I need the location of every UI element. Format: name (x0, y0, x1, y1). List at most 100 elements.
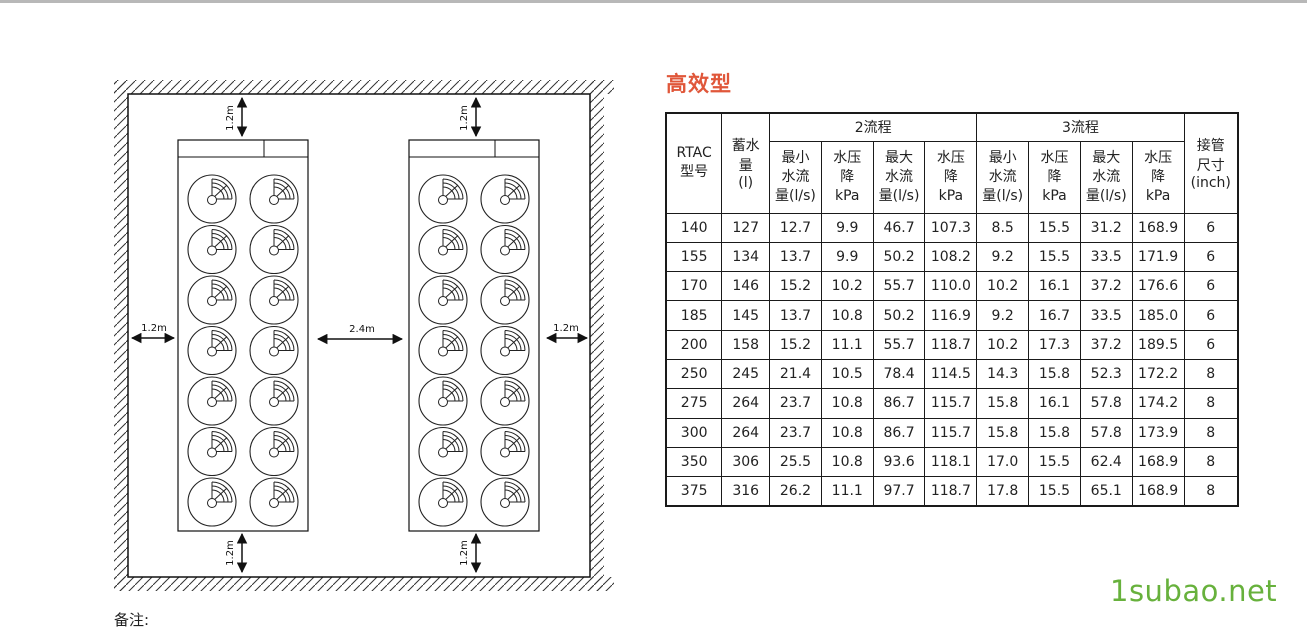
table-cell: 14.3 (976, 358, 1030, 390)
table-cell: 86.7 (872, 388, 926, 419)
table-cell: 9.9 (820, 241, 874, 273)
table-cell: 12.7 (769, 212, 822, 243)
table-cell: 25.5 (769, 446, 822, 478)
table-cell: 9.9 (820, 212, 874, 243)
table-cell: 17.3 (1028, 329, 1081, 360)
clearance-middle: 2.4m (349, 324, 375, 335)
table-cell: 158 (721, 329, 771, 360)
table-cell: 6 (1183, 300, 1239, 331)
table-cell: 300 (665, 417, 723, 448)
fan-icon (480, 376, 530, 426)
table-cell: 17.8 (976, 476, 1030, 507)
fan-icon (187, 477, 237, 527)
chiller-units (177, 139, 540, 532)
watermark: 1subao.net (1110, 574, 1278, 608)
table-cell: 168.9 (1131, 446, 1185, 478)
table-cell: 8 (1183, 358, 1239, 390)
table-cell: 145 (721, 300, 771, 331)
table-cell: 15.8 (976, 417, 1030, 448)
clearance-top-right: 1.2m (459, 105, 470, 131)
table-cell: 116.9 (924, 300, 978, 331)
table-cell: 118.7 (924, 329, 978, 360)
table-cell: 31.2 (1079, 212, 1133, 243)
clearance-left: 1.2m (141, 323, 167, 334)
table-cell: 264 (721, 388, 771, 419)
table-cell: 93.6 (872, 446, 926, 478)
table-cell: 57.8 (1079, 417, 1133, 448)
table-cell: 114.5 (924, 358, 978, 390)
table-cell: 108.2 (924, 241, 978, 273)
table-cell: 6 (1183, 271, 1239, 302)
fan-icon (249, 275, 299, 325)
table-cell: 189.5 (1131, 329, 1185, 360)
table-cell: 55.7 (872, 329, 926, 360)
table-cell: 10.8 (820, 388, 874, 419)
table-cell: 173.9 (1131, 417, 1185, 448)
table-cell: 65.1 (1079, 476, 1133, 507)
table-cell: 250 (665, 358, 723, 390)
table-cell: 10.8 (820, 446, 874, 478)
installation-clearance-diagram: 1.2m 1.2m 1.2m 1.2m 1.2m 2.4m 1.2m (114, 80, 614, 591)
fan-icon (418, 174, 468, 224)
clearance-bottom-right: 1.2m (459, 540, 470, 566)
chiller-unit-2 (408, 139, 540, 532)
fan-icon (187, 376, 237, 426)
table-cell: 168.9 (1131, 476, 1185, 507)
header-pass2: 2流程 (769, 112, 978, 142)
table-cell: 16.1 (1028, 388, 1081, 419)
table-cell: 8 (1183, 446, 1239, 478)
fan-icon (249, 426, 299, 477)
table-cell: 11.1 (820, 329, 874, 360)
header-pass3: 3流程 (976, 112, 1185, 142)
table-cell: 185.0 (1131, 300, 1185, 331)
table-cell: 46.7 (872, 212, 926, 243)
clearance-bottom-left: 1.2m (225, 540, 236, 566)
table-cell: 17.0 (976, 446, 1030, 478)
table-cell: 9.2 (976, 300, 1030, 331)
section-title: 高效型 (666, 72, 732, 96)
table-cell: 6 (1183, 212, 1239, 243)
table-cell: 172.2 (1131, 358, 1185, 390)
table-cell: 10.8 (820, 300, 874, 331)
fan-icon (249, 376, 299, 426)
table-cell: 33.5 (1079, 300, 1133, 331)
note-label: 备注: (114, 611, 150, 629)
table-cell: 9.2 (976, 241, 1030, 273)
table-cell: 10.8 (820, 417, 874, 448)
fan-icon (249, 325, 299, 376)
table-cell: 350 (665, 446, 723, 478)
fan-icon (480, 224, 530, 275)
table-cell: 264 (721, 417, 771, 448)
table-cell: 16.1 (1028, 271, 1081, 302)
table-cell: 146 (721, 271, 771, 302)
fan-icon (249, 174, 299, 224)
table-cell: 15.5 (1028, 212, 1081, 243)
table-cell: 375 (665, 476, 723, 507)
table-cell: 15.2 (769, 271, 822, 302)
table-cell: 55.7 (872, 271, 926, 302)
table-cell: 118.1 (924, 446, 978, 478)
subheader-2: 最大水流量(l/s) (872, 140, 926, 214)
table-cell: 10.5 (820, 358, 874, 390)
fan-icon (187, 426, 237, 477)
table-cell: 15.8 (976, 388, 1030, 419)
subheader-4: 最小水流量(l/s) (976, 140, 1030, 214)
header-pipe-size: 接管尺寸(inch) (1183, 112, 1239, 214)
table-cell: 57.8 (1079, 388, 1133, 419)
table-cell: 10.2 (820, 271, 874, 302)
fan-icon (480, 426, 530, 477)
table-cell: 110.0 (924, 271, 978, 302)
table-cell: 8.5 (976, 212, 1030, 243)
